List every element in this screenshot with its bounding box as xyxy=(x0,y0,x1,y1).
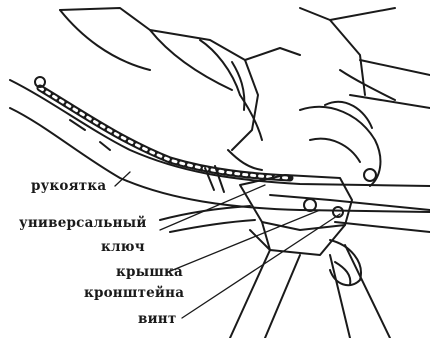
leader-line-handle xyxy=(115,172,130,186)
label-screw: винт xyxy=(138,313,176,327)
label-bracket-cover: крышка xyxy=(116,266,183,280)
label-bracket-cover-line2: кронштейна xyxy=(84,287,184,301)
label-universal-key: универсальный xyxy=(19,217,147,231)
leader-line-screw xyxy=(182,214,340,318)
label-universal-key-line2: ключ xyxy=(101,241,145,255)
label-handle: рукоятка xyxy=(31,180,106,194)
right-hand-illustration xyxy=(300,60,430,232)
bracket-mechanism-illustration xyxy=(230,175,390,338)
